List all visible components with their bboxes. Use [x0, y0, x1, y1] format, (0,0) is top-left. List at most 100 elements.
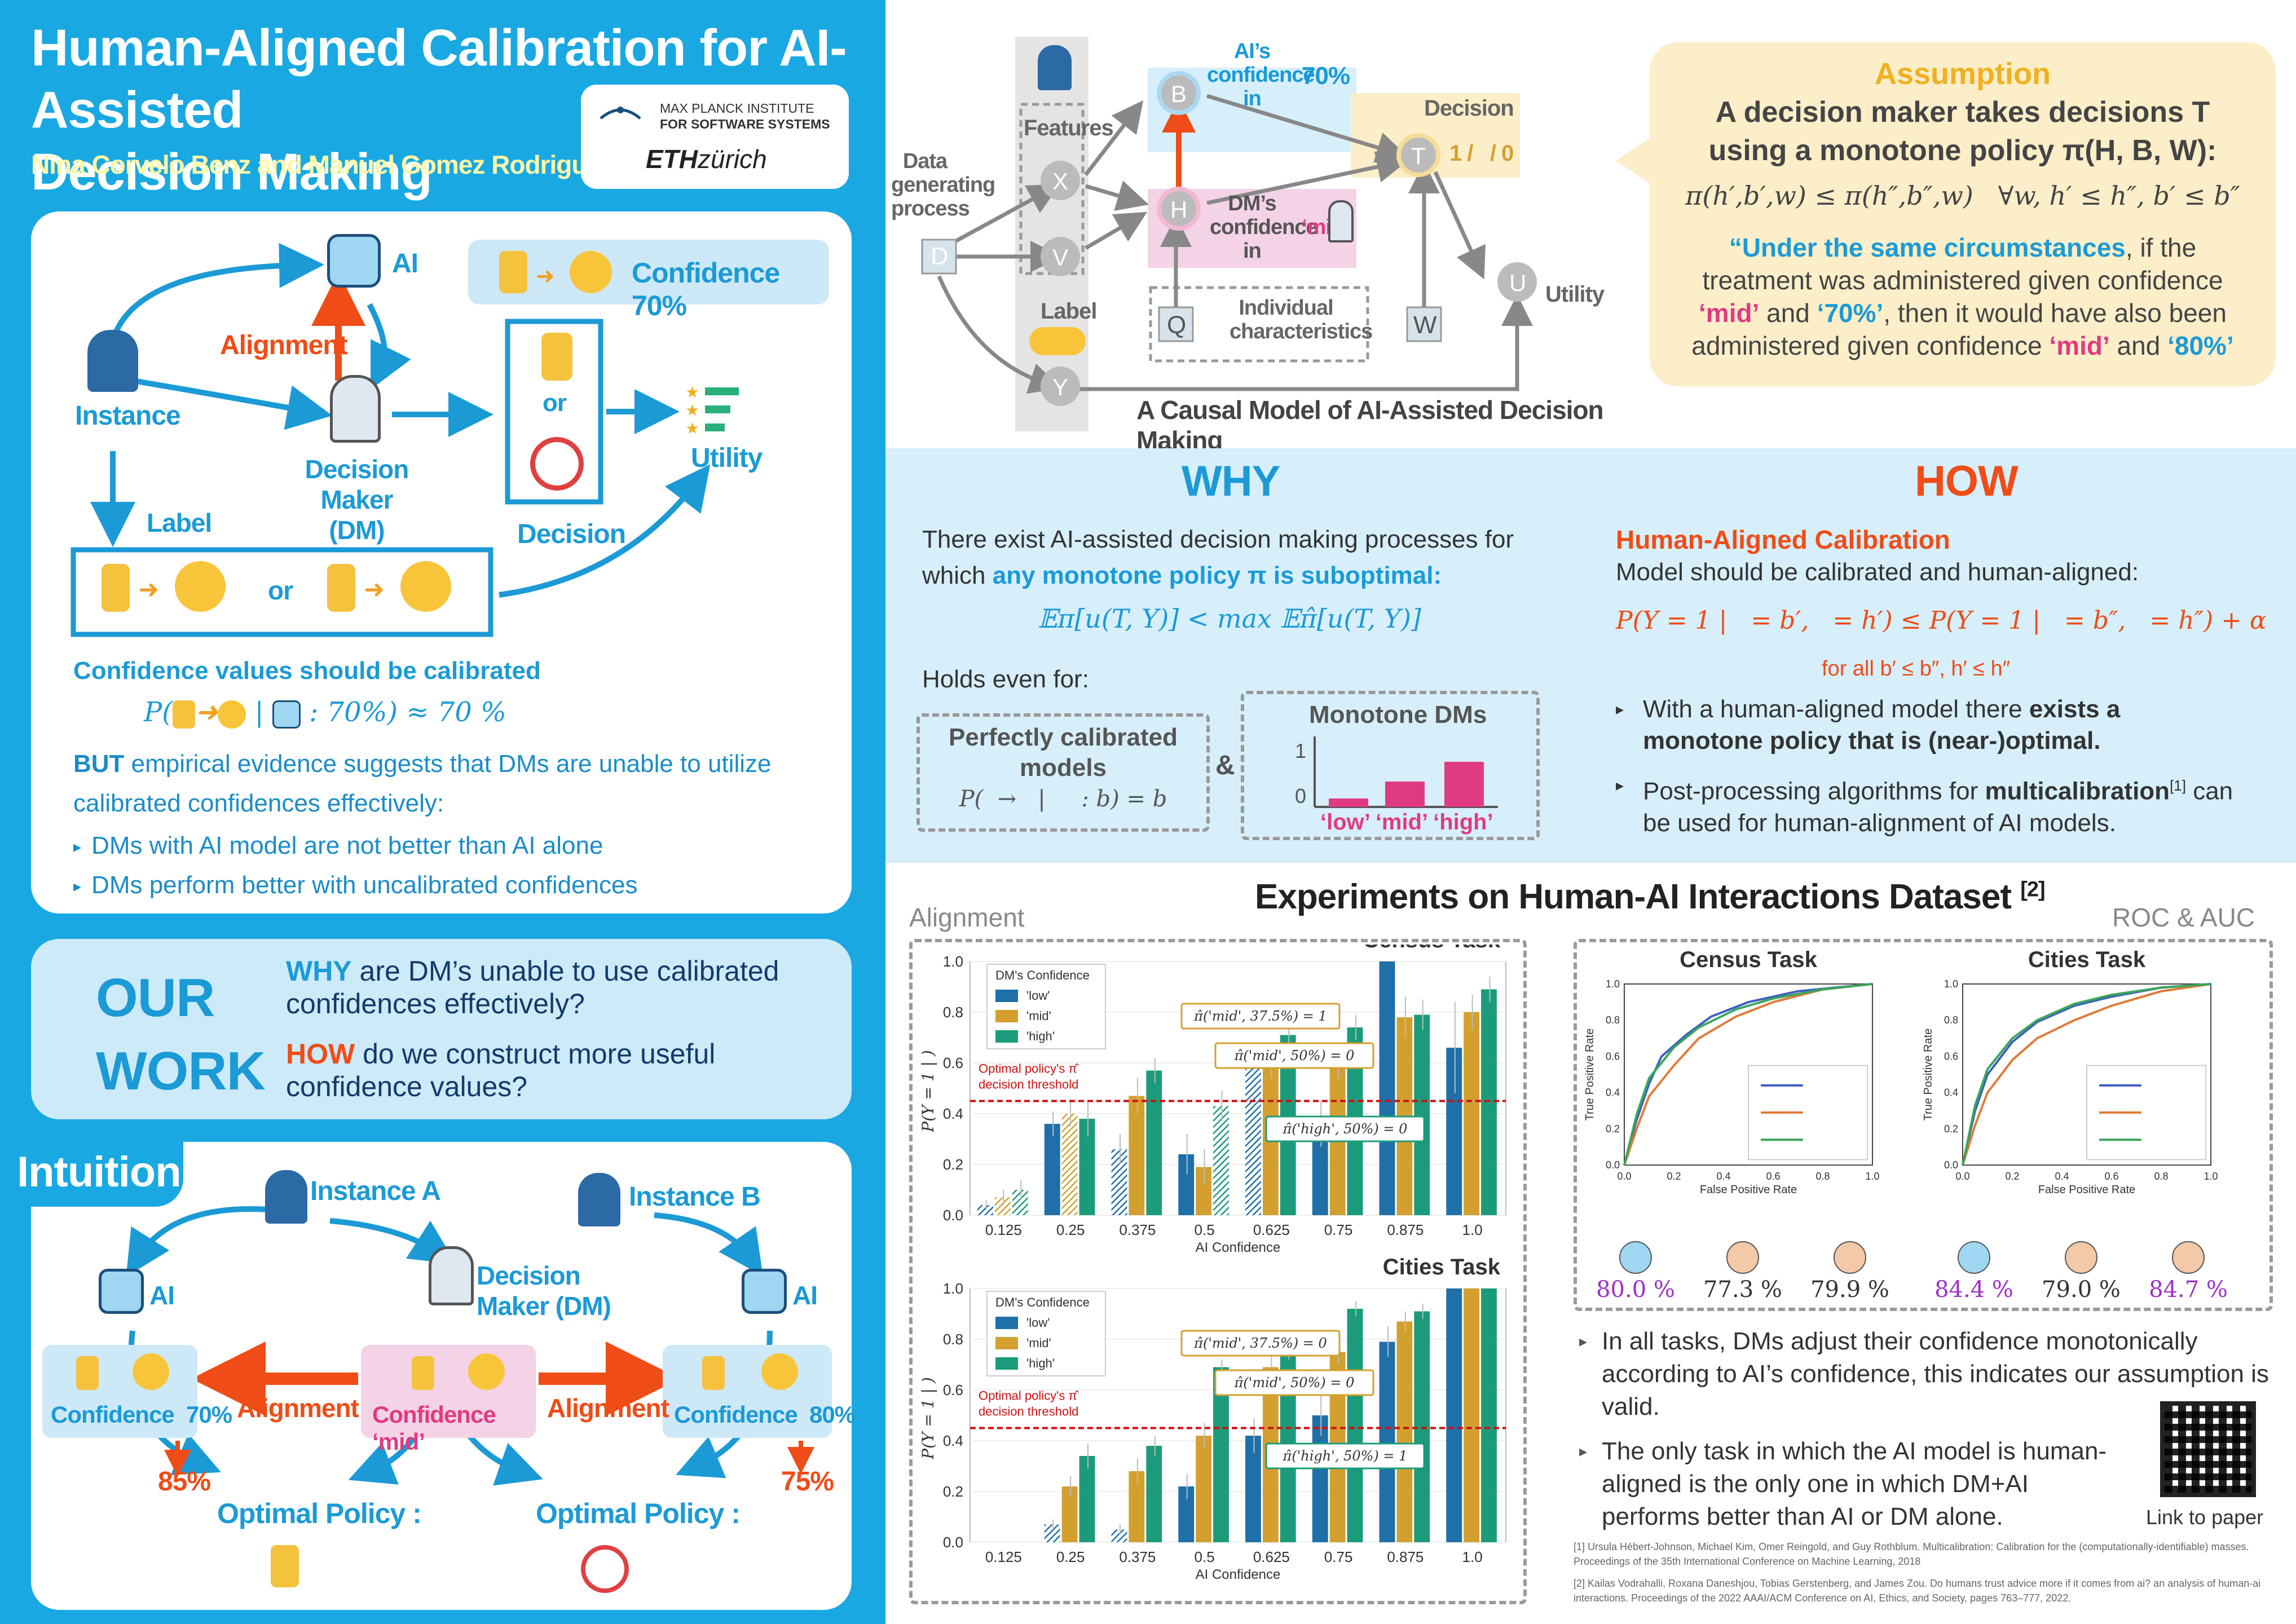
overview-diagram	[70, 242, 711, 637]
how-desc: Model should be calibrated and human-ali…	[1616, 558, 2139, 586]
roc-y-label: True Positive Rate	[1584, 1029, 1596, 1121]
bar	[1312, 1415, 1328, 1542]
roc-curve	[1962, 983, 2211, 1166]
bar	[1079, 1456, 1095, 1542]
x-tick-label: 0.75	[1324, 1548, 1353, 1565]
overview-bullet-1: ▸DMs with AI model are not better than A…	[73, 832, 603, 859]
legend-title: DM's Confidence	[995, 968, 1090, 982]
roc-x-tick: 0.2	[2005, 1171, 2019, 1182]
roc-x-tick: 1.0	[2204, 1171, 2218, 1182]
causal-labels: D X V Y B H T U Q W Data generating proc…	[891, 0, 1630, 455]
x-axis-label: AI Confidence	[1196, 1567, 1281, 1582]
roc-x-tick: 0.2	[1667, 1171, 1681, 1182]
bar	[1044, 1524, 1060, 1542]
x-tick-label: 0.625	[1253, 1221, 1290, 1238]
annotation-box	[1180, 1330, 1341, 1357]
roc-title: Cities Task	[2028, 947, 2146, 972]
legend-label: 'mid'	[1026, 1336, 1051, 1350]
bar	[1178, 1486, 1195, 1542]
individual-label: Individual characteristics	[1229, 296, 1373, 343]
threshold-label: Optimal policy's π̂decision threshold	[979, 1389, 1079, 1419]
roc-curve	[1623, 983, 1873, 1166]
decision-node-label: Decision	[1424, 96, 1514, 121]
decision-label: Decision	[517, 519, 626, 549]
x-axis-label: AI Confidence	[1196, 1240, 1281, 1255]
poster-title: Human-Aligned Calibration for AI-Assiste…	[31, 19, 847, 201]
annotation-label: π̂('high', 50%) = 1	[1283, 1448, 1408, 1464]
y-tick-label: 0.4	[943, 1432, 963, 1449]
mpi-line1: MAX PLANCK INSTITUTE	[660, 101, 814, 116]
bar	[1464, 1012, 1480, 1215]
roc-x-tick: 0.6	[1766, 1171, 1780, 1182]
bar	[1245, 1436, 1261, 1542]
our-work-panel: OUR WORK WHY are DM’s unable to use cali…	[31, 939, 852, 1119]
our-work-how: HOW do we construct more useful confiden…	[286, 1038, 716, 1102]
legend-title: DM's Confidence	[995, 1295, 1090, 1309]
calibration-formula: P(➜ | : 70%) ≈ 70 %	[144, 696, 506, 729]
how-formula: P(Y = 1 | = b′, = h′) ≤ P(Y = 1 | = b″, …	[1616, 606, 2267, 635]
roc-y-tick: 0.8	[1606, 1014, 1620, 1026]
instance-a-icon	[265, 1170, 307, 1224]
intuition-doctor-icon	[429, 1246, 474, 1305]
ampersand: &	[1215, 751, 1235, 780]
how-title: HOW	[1915, 457, 2019, 505]
legend-swatch	[995, 1337, 1018, 1349]
x-tick-label: 0.5	[1195, 1221, 1215, 1238]
work-word: WORK	[96, 1041, 266, 1101]
bar	[1178, 1154, 1195, 1215]
ai-left-label: AI	[149, 1281, 175, 1310]
x-tick-label: 0.75	[1324, 1221, 1353, 1238]
node-h: H	[1170, 196, 1188, 223]
roc-y-tick: 0.4	[1944, 1087, 1958, 1098]
y-tick-label: 0.8	[943, 1004, 963, 1021]
y-tick-label: 0.2	[943, 1156, 963, 1173]
causal-diagram	[921, 37, 1537, 431]
y-tick-label: 0.6	[943, 1382, 963, 1398]
bar	[1446, 1048, 1462, 1215]
alignment-charts-box	[909, 939, 1527, 1604]
pct-left: 85%	[158, 1467, 211, 1497]
y-tick-label: 0.0	[943, 1534, 963, 1551]
pct-right: 75%	[781, 1467, 834, 1497]
auc-value: 77.3 %	[1703, 1277, 1782, 1303]
how-forall: for all b′ ≤ b″, h′ ≤ h″	[1822, 657, 2011, 681]
link-to-paper[interactable]: Link to paper	[2146, 1506, 2264, 1529]
node-d: D	[931, 242, 949, 270]
bar	[1446, 1288, 1462, 1542]
x-tick-label: 1.0	[1462, 1548, 1483, 1565]
x-tick-label: 0.375	[1119, 1548, 1156, 1565]
conf-right-box: Confidence 80%	[663, 1345, 856, 1438]
label-label: Label	[147, 508, 212, 537]
our-word: OUR	[96, 968, 215, 1028]
utility-label: Utility	[691, 443, 763, 473]
y-tick-label: 1.0	[943, 1280, 963, 1297]
x-tick-label: 0.25	[1056, 1548, 1085, 1565]
ai-label: AI	[392, 249, 418, 279]
roc-y-tick: 0.6	[1606, 1051, 1620, 1062]
roc-x-tick: 0.0	[1955, 1171, 1969, 1182]
legend-label: 'high'	[1026, 1029, 1055, 1043]
legend-swatch	[995, 990, 1018, 1002]
no-treat-icon	[581, 1545, 629, 1593]
x-tick-label: 0.25	[1056, 1221, 1085, 1238]
causal-doctor-icon	[1328, 200, 1354, 242]
roc-y-tick: 0.0	[1944, 1159, 1958, 1171]
y-tick-label: 0.6	[943, 1054, 963, 1071]
legend-swatch	[995, 1010, 1018, 1022]
bar	[1079, 1119, 1095, 1215]
bar	[1146, 1070, 1162, 1215]
instance-a-label: Instance A	[310, 1176, 441, 1206]
annotation-label: π̂('mid', 37.5%) = 1	[1193, 1008, 1327, 1024]
bar	[1213, 1367, 1229, 1542]
authors: Nina Corvelo Benz and Manuel Gomez Rodri…	[31, 150, 614, 179]
reference-2: [2] Kailas Vodrahalli, Roxana Daneshjou,…	[1574, 1578, 2261, 1604]
ai-conf-pct: 70%	[1302, 62, 1350, 90]
roc-curve	[1962, 983, 2211, 1166]
annotation-box	[1265, 1115, 1425, 1142]
roc-x-label: False Positive Rate	[1700, 1184, 1797, 1196]
why-how-band: WHY There exist AI-assisted decision mak…	[885, 448, 2296, 863]
bar	[1414, 1014, 1430, 1215]
causal-label-label: Label	[1041, 299, 1097, 324]
